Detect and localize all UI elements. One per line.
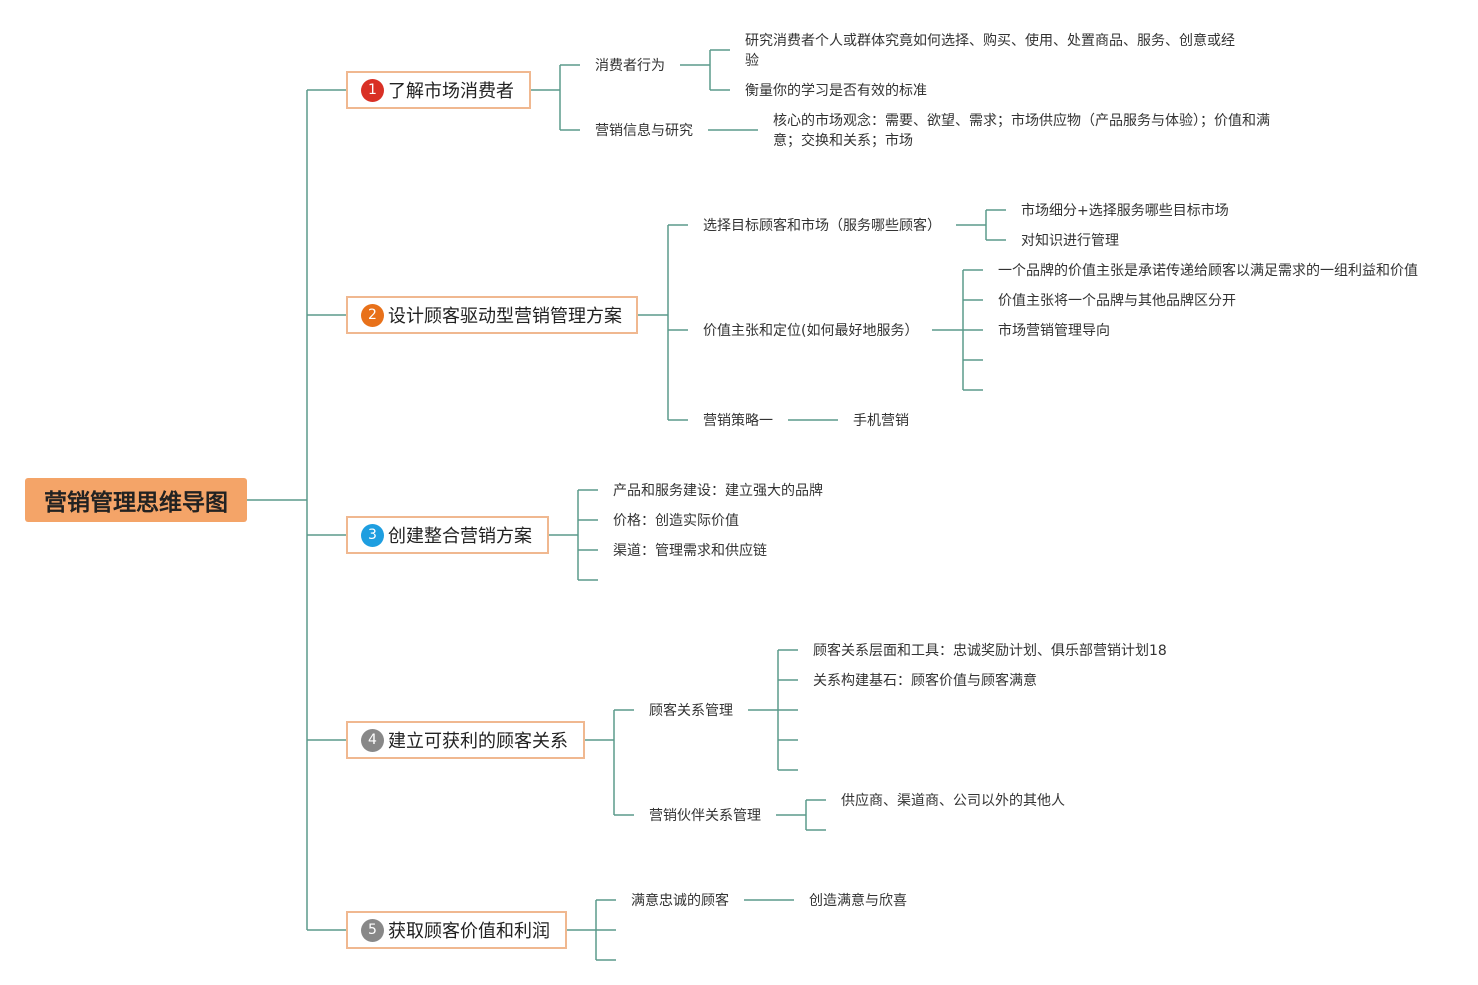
main-topic-2[interactable]: 2 设计顾客驱动型营销管理方案 [346, 296, 638, 334]
leaf-mobile-marketing[interactable]: 手机营销 [853, 413, 909, 429]
number-badge-1: 1 [361, 78, 384, 102]
subtopic-consumer-behavior[interactable]: 消费者行为 [595, 58, 665, 74]
main-topic-1[interactable]: 1 了解市场消费者 [346, 71, 531, 109]
leaf-relationship-foundation[interactable]: 关系构建基石：顾客价值与顾客满意 [813, 673, 1037, 689]
subtopic-target-market[interactable]: 选择目标顾客和市场（服务哪些顾客） [703, 218, 941, 234]
number-badge-2: 2 [361, 303, 384, 327]
subtopic-value-proposition[interactable]: 价值主张和定位(如何最好地服务） [703, 323, 919, 339]
leaf-delight[interactable]: 创造满意与欣喜 [809, 893, 907, 909]
subtopic-product-brand[interactable]: 产品和服务建设：建立强大的品牌 [613, 483, 823, 499]
main-topic-label: 创建整合营销方案 [388, 526, 532, 547]
leaf-knowledge-mgmt[interactable]: 对知识进行管理 [1021, 233, 1119, 249]
leaf-brand-differentiation[interactable]: 价值主张将一个品牌与其他品牌区分开 [998, 293, 1236, 309]
main-topic-label: 了解市场消费者 [388, 81, 514, 102]
subtopic-channel[interactable]: 渠道：管理需求和供应链 [613, 543, 767, 559]
root-node[interactable]: 营销管理思维导图 [25, 478, 247, 522]
main-topic-3[interactable]: 3 创建整合营销方案 [346, 516, 549, 554]
leaf-learning-standard[interactable]: 衡量你的学习是否有效的标准 [745, 83, 927, 99]
leaf-core-concepts[interactable]: 核心的市场观念：需要、欲望、需求；市场供应物（产品服务与体验）；价值和满意；交换… [773, 113, 1270, 149]
number-badge-3: 3 [361, 523, 384, 547]
root-title: 营销管理思维导图 [44, 490, 228, 516]
subtopic-crm[interactable]: 顾客关系管理 [649, 703, 733, 719]
leaf-partners[interactable]: 供应商、渠道商、公司以外的其他人 [841, 793, 1065, 809]
leaf-consumer-research[interactable]: 研究消费者个人或群体究竟如何选择、购买、使用、处置商品、服务、创意或经验 [745, 33, 1235, 69]
main-topic-label: 获取顾客价值和利润 [388, 921, 550, 942]
leaf-segmentation[interactable]: 市场细分+选择服务哪些目标市场 [1021, 203, 1229, 219]
subtopic-marketing-info[interactable]: 营销信息与研究 [595, 123, 693, 139]
leaf-brand-value[interactable]: 一个品牌的价值主张是承诺传递给顾客以满足需求的一组利益和价值 [998, 263, 1418, 279]
subtopic-loyal-customers[interactable]: 满意忠诚的顾客 [631, 893, 729, 909]
subtopic-marketing-strategy[interactable]: 营销策略一 [703, 413, 773, 429]
leaf-loyalty-tools[interactable]: 顾客关系层面和工具：忠诚奖励计划、俱乐部营销计划18 [813, 643, 1167, 659]
main-topic-5[interactable]: 5 获取顾客价值和利润 [346, 911, 567, 949]
subtopic-partner-relationship[interactable]: 营销伙伴关系管理 [649, 808, 761, 824]
leaf-marketing-orientation[interactable]: 市场营销管理导向 [998, 323, 1110, 339]
main-topic-label: 设计顾客驱动型营销管理方案 [388, 306, 622, 327]
number-badge-4: 4 [361, 728, 384, 752]
number-badge-5: 5 [361, 918, 384, 942]
main-topic-4[interactable]: 4 建立可获利的顾客关系 [346, 721, 585, 759]
main-topic-label: 建立可获利的顾客关系 [388, 731, 568, 752]
subtopic-price[interactable]: 价格：创造实际价值 [613, 513, 739, 529]
